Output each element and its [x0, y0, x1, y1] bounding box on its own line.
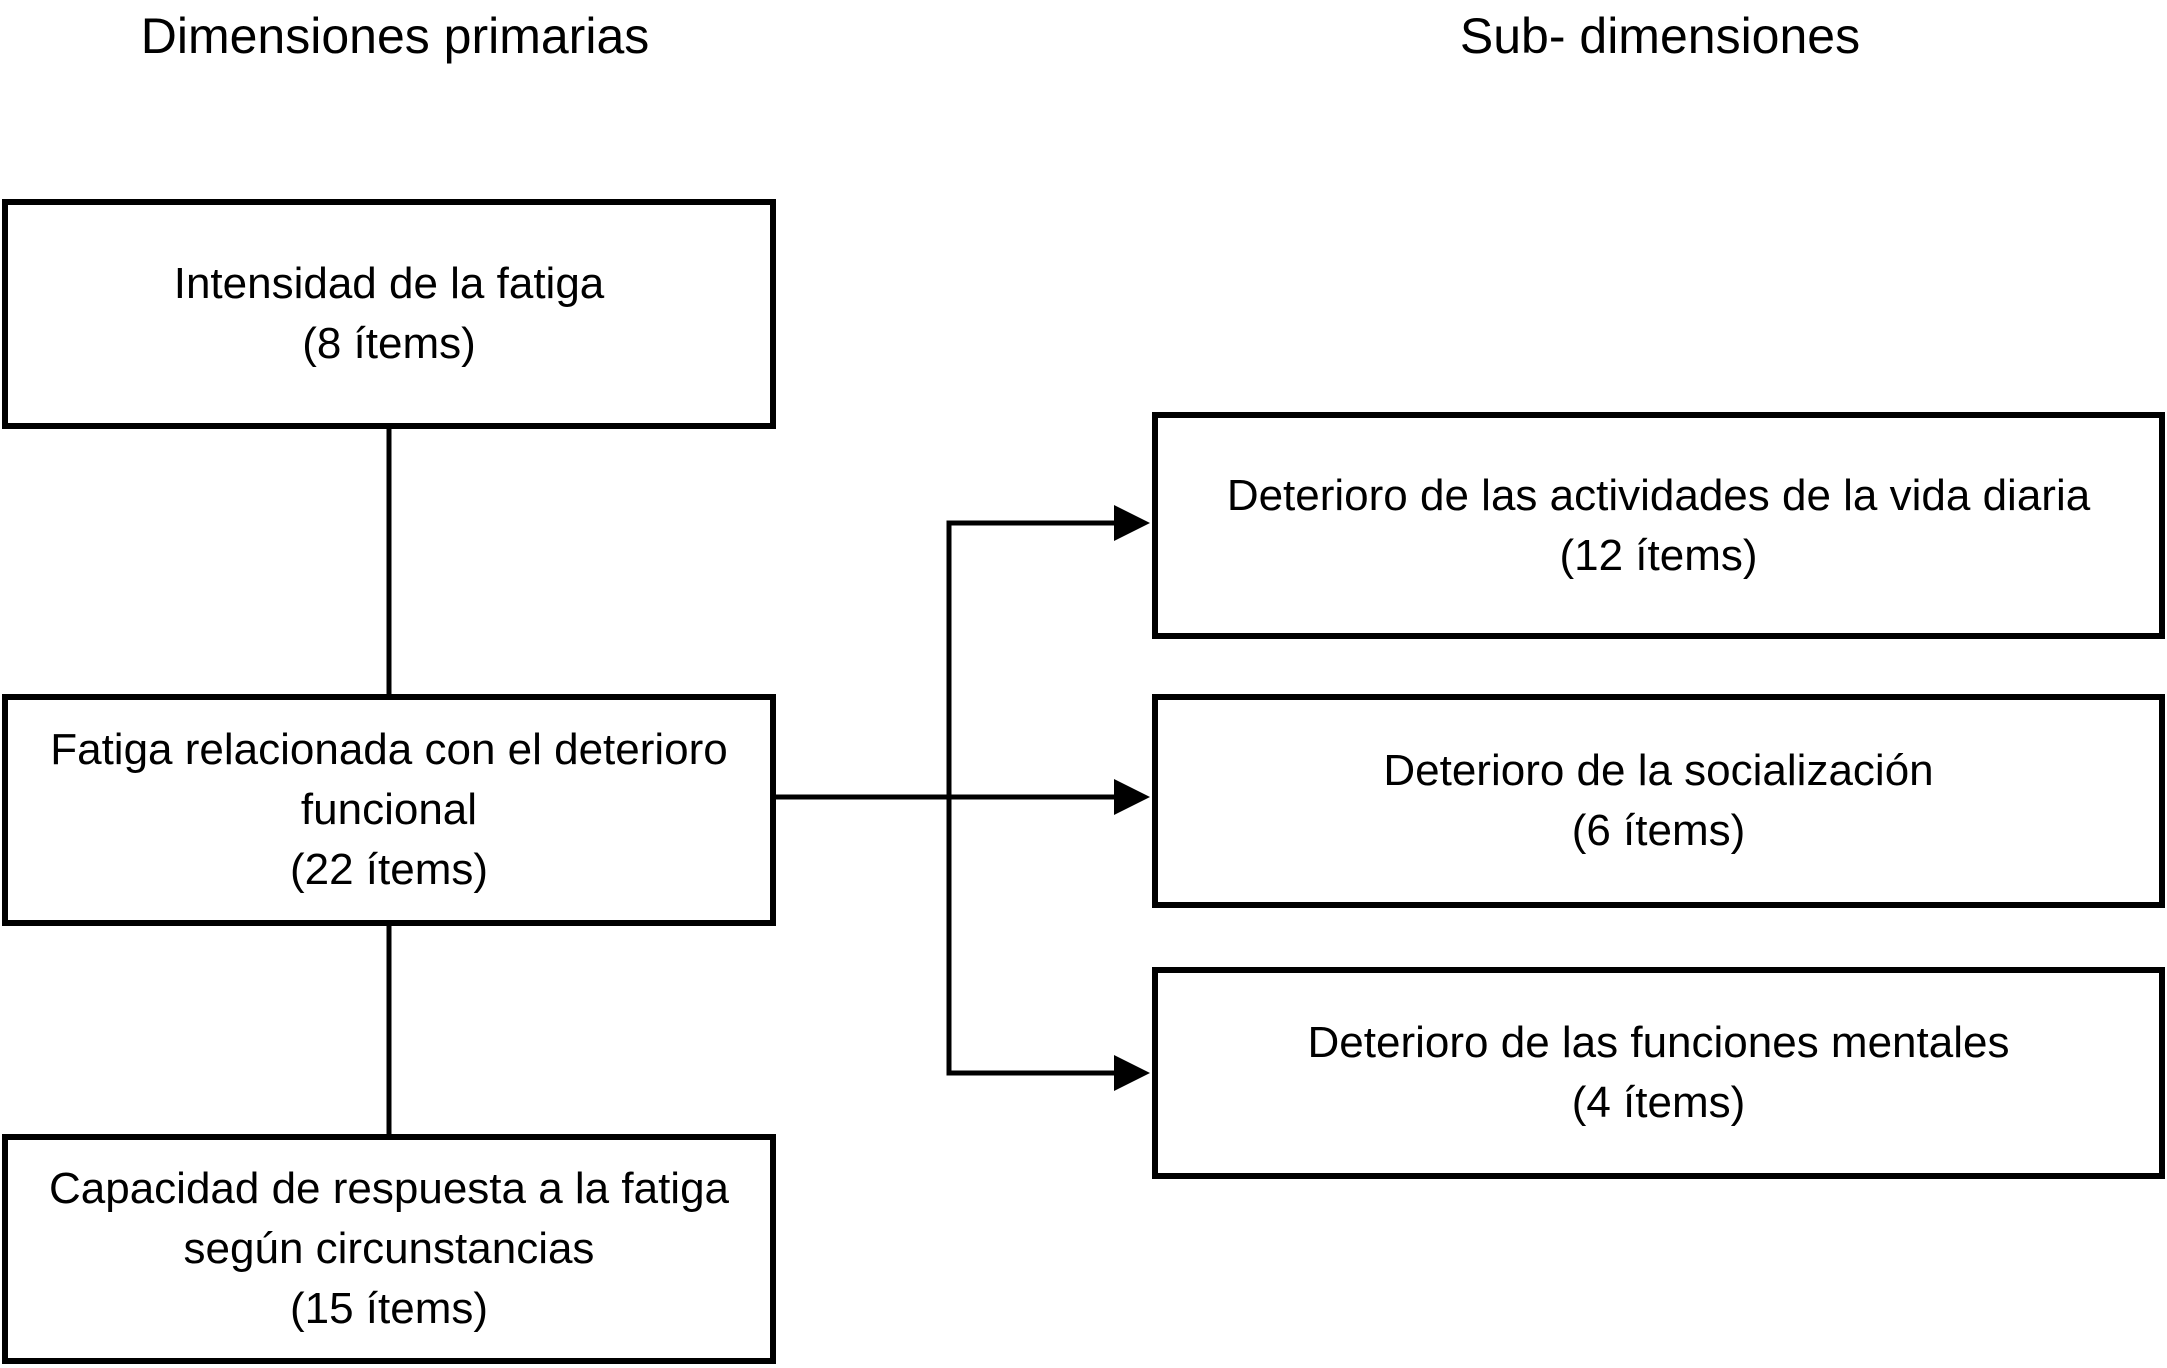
box-label: Deterioro de las funciones mentales: [1307, 1018, 2010, 1067]
box-fatiga-deterioro-funcional: Fatiga relacionada con el deterioro func…: [2, 694, 776, 926]
box-items-count: (6 ítems): [1571, 806, 1746, 855]
box-items-count: (12 ítems): [1559, 530, 1758, 580]
column-header-primary-dimensions: Dimensiones primarias: [140, 8, 650, 64]
box-label: Intensidad de la fatiga: [173, 259, 605, 308]
box-deterioro-socializacion: Deterioro de la socialización (6 ítems): [1152, 694, 2165, 908]
box-label: Fatiga relacionada con el deterioro func…: [50, 725, 728, 834]
box-items-count: (4 ítems): [1571, 1078, 1746, 1127]
box-items-count: (8 ítems): [302, 319, 476, 368]
box-label: Deterioro de las actividades de la vida …: [1226, 470, 2091, 520]
box-intensidad-fatiga: Intensidad de la fatiga (8 ítems): [2, 199, 776, 429]
box-items-count: (15 ítems): [289, 1284, 489, 1333]
box-deterioro-actividades-vida-diaria: Deterioro de las actividades de la vida …: [1152, 412, 2165, 639]
connector-branch-line: [946, 520, 1118, 1076]
box-label: Deterioro de la socialización: [1383, 746, 1934, 795]
arrowhead-funciones-mentales: [1114, 1055, 1150, 1091]
box-items-count: (22 ítems): [289, 845, 489, 894]
box-capacidad-respuesta: Capacidad de respuesta a la fatiga según…: [2, 1134, 776, 1364]
arrowhead-socializacion: [1114, 779, 1150, 815]
arrowhead-actividades: [1114, 505, 1150, 541]
box-label: Capacidad de respuesta a la fatiga según…: [48, 1164, 730, 1273]
box-deterioro-funciones-mentales: Deterioro de las funciones mentales (4 í…: [1152, 967, 2165, 1179]
column-header-sub-dimensions: Sub- dimensiones: [1459, 8, 1861, 64]
